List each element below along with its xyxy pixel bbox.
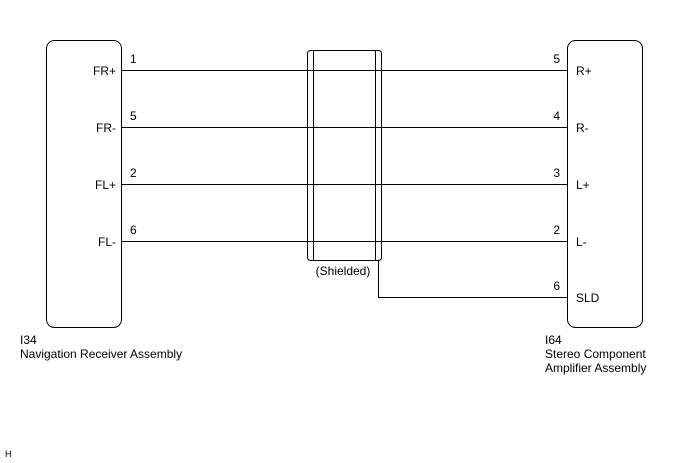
footer-mark: H — [5, 449, 12, 459]
left-pin-1: 1 — [130, 52, 137, 66]
left-component-caption: I34 Navigation Receiver Assembly — [20, 333, 182, 361]
left-component-code: I34 — [20, 333, 37, 347]
right-terminal-l-minus: L- — [576, 235, 587, 249]
right-pin-5: 5 — [553, 52, 560, 66]
left-pin-2: 2 — [130, 166, 137, 180]
right-terminal-sld: SLD — [576, 291, 600, 305]
right-pin-3: 3 — [553, 166, 560, 180]
shield-drain-wire — [378, 260, 567, 298]
right-component-name-line1: Stereo Component — [545, 347, 646, 361]
right-pin-4: 4 — [553, 109, 560, 123]
shielded-label: (Shielded) — [316, 264, 371, 278]
right-pin-6: 6 — [553, 279, 560, 293]
left-terminal-fl-plus: FL+ — [95, 178, 116, 192]
right-component-code: I64 — [545, 333, 562, 347]
shield-sleeve — [307, 50, 382, 261]
left-terminal-fl-minus: FL- — [98, 235, 116, 249]
navigation-receiver-box — [46, 40, 122, 328]
left-terminal-fr-minus: FR- — [96, 121, 116, 135]
right-terminal-r-minus: R- — [576, 121, 589, 135]
right-terminal-l-plus: L+ — [576, 178, 590, 192]
left-component-name: Navigation Receiver Assembly — [20, 347, 183, 361]
left-pin-6: 6 — [130, 223, 137, 237]
right-component-caption: I64 Stereo Component Amplifier Assembly — [545, 333, 646, 375]
left-terminal-fr-plus: FR+ — [93, 64, 116, 78]
amplifier-box — [567, 40, 643, 328]
right-terminal-r-plus: R+ — [576, 64, 592, 78]
left-pin-5: 5 — [130, 109, 137, 123]
right-pin-2: 2 — [553, 223, 560, 237]
right-component-name-line2: Amplifier Assembly — [545, 361, 647, 375]
